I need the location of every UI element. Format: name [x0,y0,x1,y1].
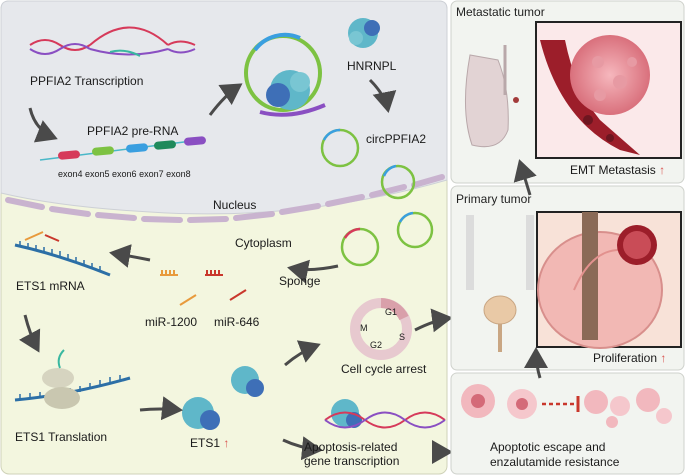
escape-line1: Apoptotic escape and [490,440,606,454]
cycle-g2-label: G2 [370,340,383,350]
proliferation-label: Proliferation ↑ [593,352,666,364]
emt-label: EMT Metastasis ↑ [570,164,665,176]
mir1200-label: miR-1200 [145,315,198,329]
ets1-protein-icons [182,366,362,430]
ribosome-translation-icon [14,349,131,409]
nucleus-region [0,0,448,215]
proliferation-text: Proliferation [593,351,658,365]
escape-line2: enzalutamide resistance [490,455,620,469]
cycle-s-label: S [399,332,406,342]
lung-illustration [465,45,509,148]
dna-transcription-icon [29,26,196,57]
sponge-label: Sponge [279,274,321,288]
lung-tumor-dot [513,97,519,103]
cycle-m-label: M [360,323,368,333]
circrna-icons [320,128,434,267]
nuclear-membrane [5,174,445,223]
ets1-mrna-label: ETS1 mRNA [16,279,85,293]
ets1-up-icon: ↑ [223,436,230,450]
vessel-metastasis [540,35,650,155]
cell-cycle-label: Cell cycle arrest [341,362,427,376]
nucleus-label: Nucleus [213,198,257,212]
flow-arrows [18,78,453,464]
prostate-anatomy [466,215,534,352]
panel-arrows [513,159,549,379]
apoptotic-cells [461,384,672,428]
cycle-g1-label: G1 [385,307,398,317]
hnrnpl-circ-complex [244,18,380,117]
pre-rna-strand [39,136,206,161]
prostate-cross-section [537,212,663,349]
ets1-mrna-strand [14,241,111,277]
apoptosis-line1: Apoptosis-related [304,440,398,454]
ets1-translation-label: ETS1 Translation [15,430,108,444]
apoptosis-line2: gene transcription [304,454,400,468]
proliferation-up-icon: ↑ [660,351,667,365]
ets1-label: ETS1 ↑ [190,437,229,449]
mirna-icons [24,231,247,306]
metastatic-tumor-title: Metastatic tumor [456,5,545,19]
ppfia2-transcription-label: PPFIA2 Transcription [30,74,144,88]
ets1-text: ETS1 [190,436,221,450]
mir646-label: miR-646 [214,315,260,329]
pre-rna-label: PPFIA2 pre-RNA [87,124,179,138]
exons-label: exon4 exon5 exon6 exon7 exon8 [58,169,191,179]
dna-helix-icon [324,411,446,429]
cell-cycle-icon [350,298,412,360]
emt-text: EMT Metastasis [570,163,656,177]
cytoplasm-label: Cytoplasm [235,236,292,250]
hnrnpl-label: HNRNPL [347,59,397,73]
primary-tumor-title: Primary tumor [456,192,532,206]
emt-up-icon: ↑ [659,163,666,177]
circ-label: circPPFIA2 [366,132,427,146]
